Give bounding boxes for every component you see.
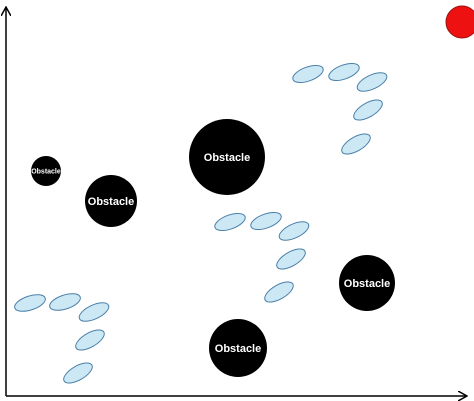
obstacle-label: Obstacle	[204, 152, 250, 164]
obstacle-label: Obstacle	[88, 196, 134, 208]
obstacle: Obstacle	[209, 319, 267, 377]
obstacle-circle	[189, 119, 265, 195]
path-step	[49, 293, 81, 311]
obstacle: Obstacle	[31, 156, 61, 186]
obstacle-label: Obstacle	[344, 278, 390, 290]
path-step	[353, 99, 383, 121]
path-step	[14, 294, 46, 312]
obstacle-circle	[31, 156, 61, 186]
obstacle-circle	[209, 319, 267, 377]
path-step	[276, 248, 306, 270]
obstacle-circle	[339, 255, 395, 311]
path-middle	[214, 211, 310, 303]
obstacle: Obstacle	[85, 175, 137, 227]
path-step	[278, 221, 310, 241]
obstacle-label: Obstacle	[31, 169, 61, 176]
path-bottom-left	[14, 293, 110, 384]
obstacle: Obstacle	[189, 119, 265, 195]
path-top-right	[292, 62, 388, 155]
path-step	[250, 211, 282, 231]
obstacle: Obstacle	[339, 255, 395, 311]
path-step	[214, 212, 246, 232]
path-step	[63, 362, 93, 384]
goal-marker	[445, 5, 474, 39]
path-step	[292, 64, 324, 84]
path-step	[75, 329, 105, 351]
obstacle-circle	[85, 175, 137, 227]
path-step	[264, 281, 294, 303]
path-step	[341, 133, 371, 155]
path-step	[328, 62, 360, 82]
path-step	[356, 72, 388, 92]
obstacle-label: Obstacle	[215, 343, 261, 355]
path-step	[78, 302, 110, 322]
